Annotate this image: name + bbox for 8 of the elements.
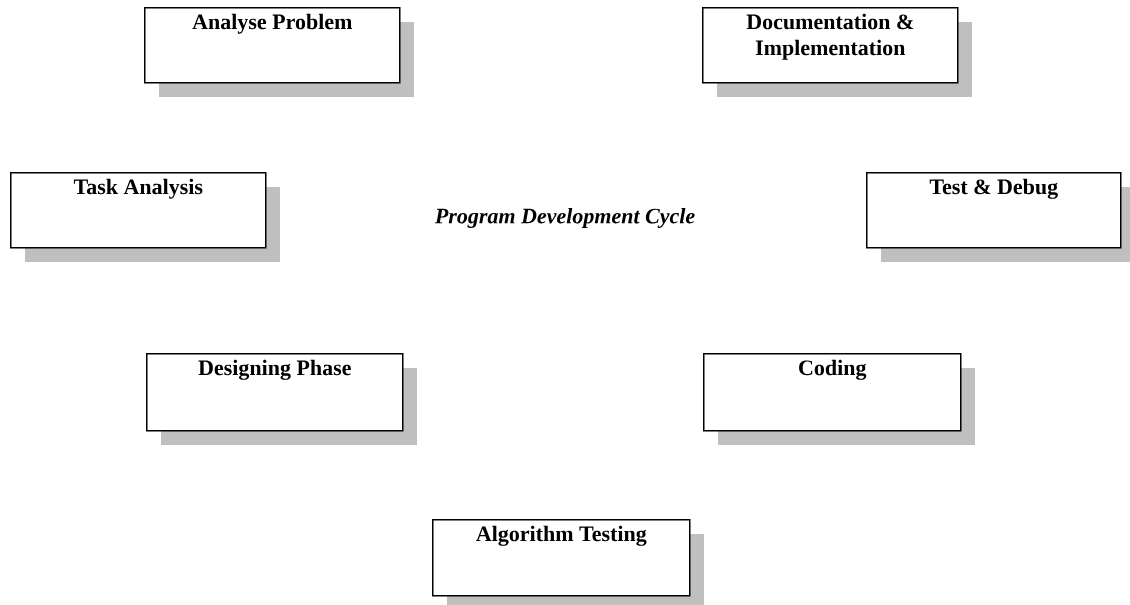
- shadowed-box: Analyse Problem: [144, 7, 414, 97]
- shadowed-box: Documentation & Implementation: [702, 7, 972, 97]
- shadowed-box: Designing Phase: [146, 353, 417, 445]
- title: Program Development Cycle: [434, 208, 695, 228]
- shadowed-box: Algorithm Testing: [432, 519, 704, 605]
- shadowed-box: Coding: [703, 353, 975, 445]
- shadowed-box: Task Analysis: [10, 172, 280, 262]
- shadowed-box: Test & Debug: [866, 172, 1130, 262]
